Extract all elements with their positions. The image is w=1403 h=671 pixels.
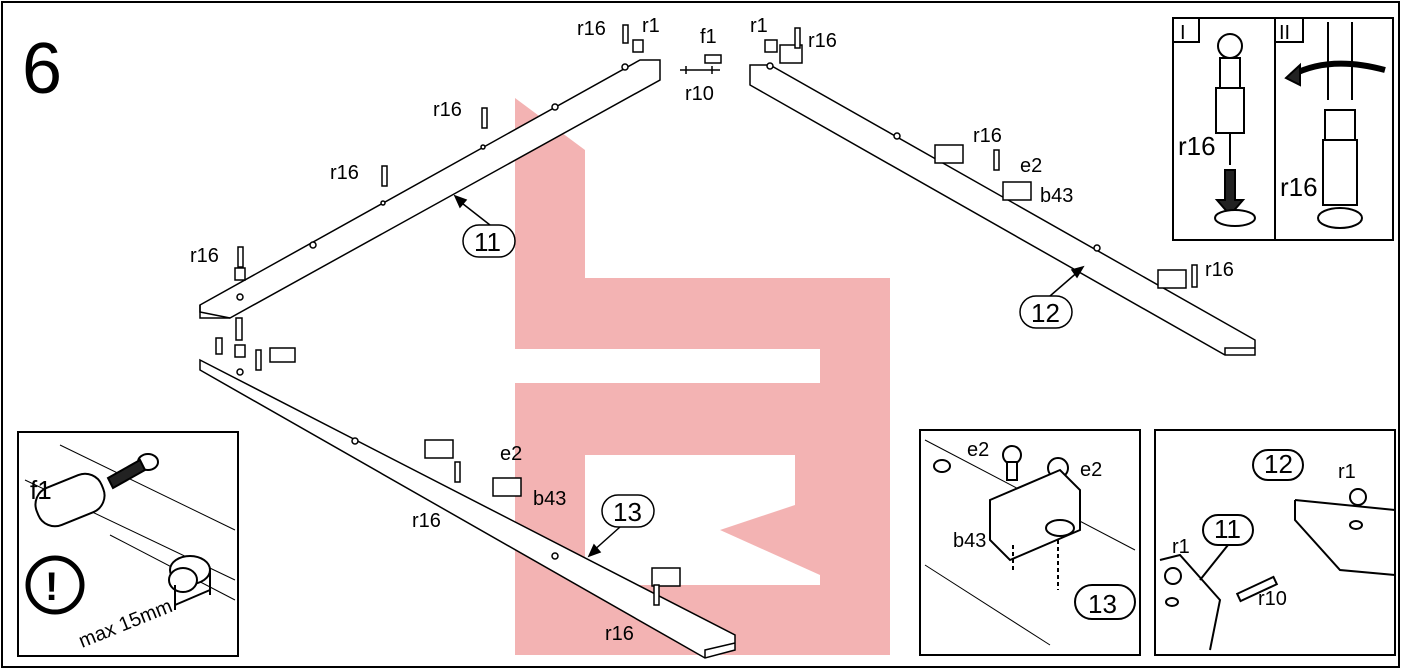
label-f1: f1 — [700, 26, 717, 48]
label-r16: r16 — [605, 623, 634, 645]
label-r1: r1 — [750, 15, 768, 37]
join-label-r1: r1 — [1172, 536, 1190, 558]
bracket-part-13: 13 — [1088, 589, 1117, 619]
part-11: 11 — [474, 227, 501, 257]
warning-icon: ! — [45, 565, 58, 609]
label-r1: r1 — [642, 15, 660, 37]
board-12 — [749, 62, 1256, 356]
label-r16: r16 — [808, 30, 837, 52]
label-r16: r16 — [973, 125, 1002, 147]
label-r16: r16 — [190, 245, 219, 267]
inset-step-two: II — [1279, 22, 1290, 44]
inset-corner-join — [1154, 429, 1396, 656]
inset-label-r16: r16 — [1178, 131, 1216, 161]
label-r16: r16 — [412, 510, 441, 532]
label-e2: e2 — [1020, 155, 1042, 177]
join-part-11: 11 — [1214, 514, 1241, 544]
part-13: 13 — [613, 497, 642, 527]
inset-bolt-steps — [1172, 17, 1394, 241]
main-labels: r16 r1 r16 r16 r16 f1 r10 r1 r16 r16 e2 … — [190, 15, 1234, 645]
part-12: 12 — [1031, 298, 1060, 328]
step-number: 6 — [22, 29, 62, 109]
label-r10: r10 — [685, 83, 714, 105]
label-r16: r16 — [1205, 259, 1234, 281]
join-label-r10: r10 — [1258, 588, 1287, 610]
label-b43: b43 — [533, 488, 566, 510]
join-label-r1: r1 — [1338, 461, 1356, 483]
label-r16: r16 — [330, 162, 359, 184]
part-callouts — [453, 194, 1085, 558]
board-13 — [199, 358, 736, 659]
bracket-label-e2: e2 — [1080, 459, 1102, 481]
inset-bracket-13 — [919, 429, 1141, 656]
inset-dowel — [17, 431, 239, 657]
board-11 — [199, 59, 661, 319]
join-part-12: 12 — [1264, 449, 1293, 479]
dowel-label-f1: f1 — [30, 475, 52, 505]
bracket-label-e2: e2 — [967, 439, 989, 461]
bracket-label-b43: b43 — [953, 530, 986, 552]
inset-step-one: I — [1180, 22, 1186, 44]
fittings — [215, 24, 1198, 606]
label-r16: r16 — [433, 99, 462, 121]
label-e2: e2 — [500, 443, 522, 465]
watermark-logo — [515, 98, 890, 655]
label-r16: r16 — [577, 18, 606, 40]
inset-label-r16: r16 — [1280, 172, 1318, 202]
label-b43: b43 — [1040, 185, 1073, 207]
